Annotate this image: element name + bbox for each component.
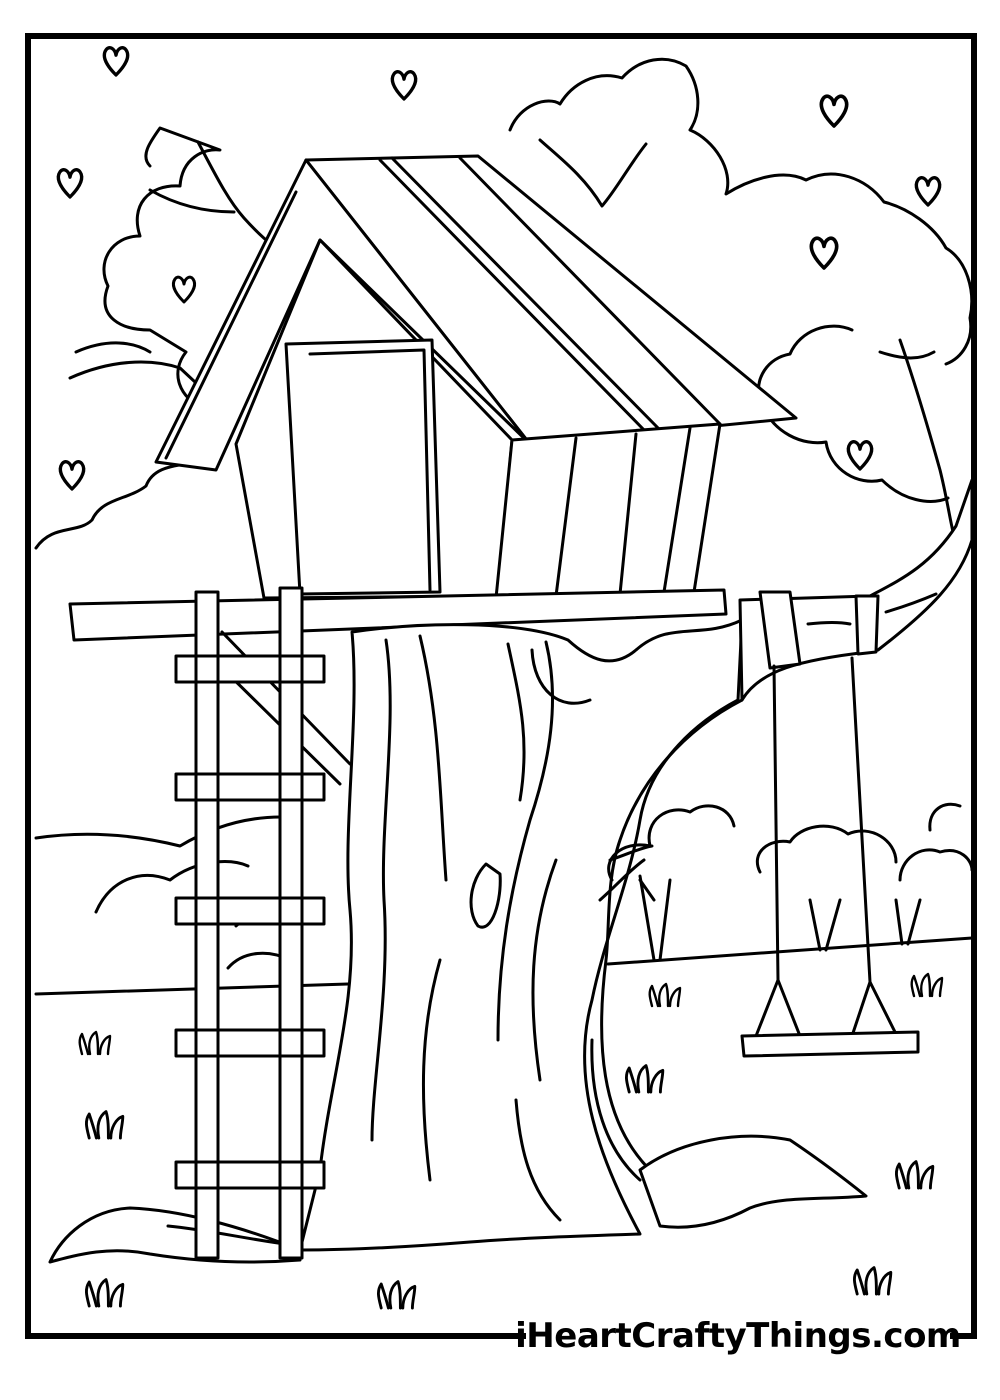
- heart-icon: [819, 94, 849, 128]
- grass-tuft-icon: [852, 1266, 893, 1296]
- swing-seat: [740, 1030, 920, 1058]
- heart-icon: [809, 236, 839, 270]
- grass-tuft-icon: [648, 982, 682, 1008]
- grass-tuft-icon: [78, 1030, 112, 1056]
- heart-icon: [102, 46, 130, 77]
- tree-root-right: [638, 1134, 868, 1229]
- heart-icon: [914, 176, 942, 207]
- swing-rope-right: [850, 656, 872, 984]
- grass-tuft-icon: [910, 972, 944, 998]
- heart-icon: [171, 275, 197, 304]
- heart-icon: [58, 460, 86, 491]
- swing-rope-left: [772, 664, 780, 982]
- right-foliage: [508, 57, 974, 366]
- heart-icon: [846, 440, 874, 471]
- tree-trunk: [298, 618, 744, 1252]
- grass-tuft-icon: [894, 1160, 935, 1190]
- grass-tuft-icon: [84, 1110, 125, 1140]
- heart-icon: [390, 70, 418, 101]
- grass-tuft-icon: [84, 1278, 125, 1308]
- left-foliage: [34, 126, 222, 550]
- ladder: [174, 586, 326, 1260]
- platform-beam: [68, 588, 728, 642]
- treehouse-door: [284, 338, 442, 596]
- page-frame: [25, 33, 977, 1339]
- site-watermark: iHeartCraftyThings.com: [515, 1311, 961, 1361]
- tree-root-left: [48, 1206, 302, 1264]
- grass-tuft-icon: [376, 1280, 417, 1310]
- grass-tuft-icon: [624, 1064, 665, 1094]
- heart-icon: [56, 168, 84, 199]
